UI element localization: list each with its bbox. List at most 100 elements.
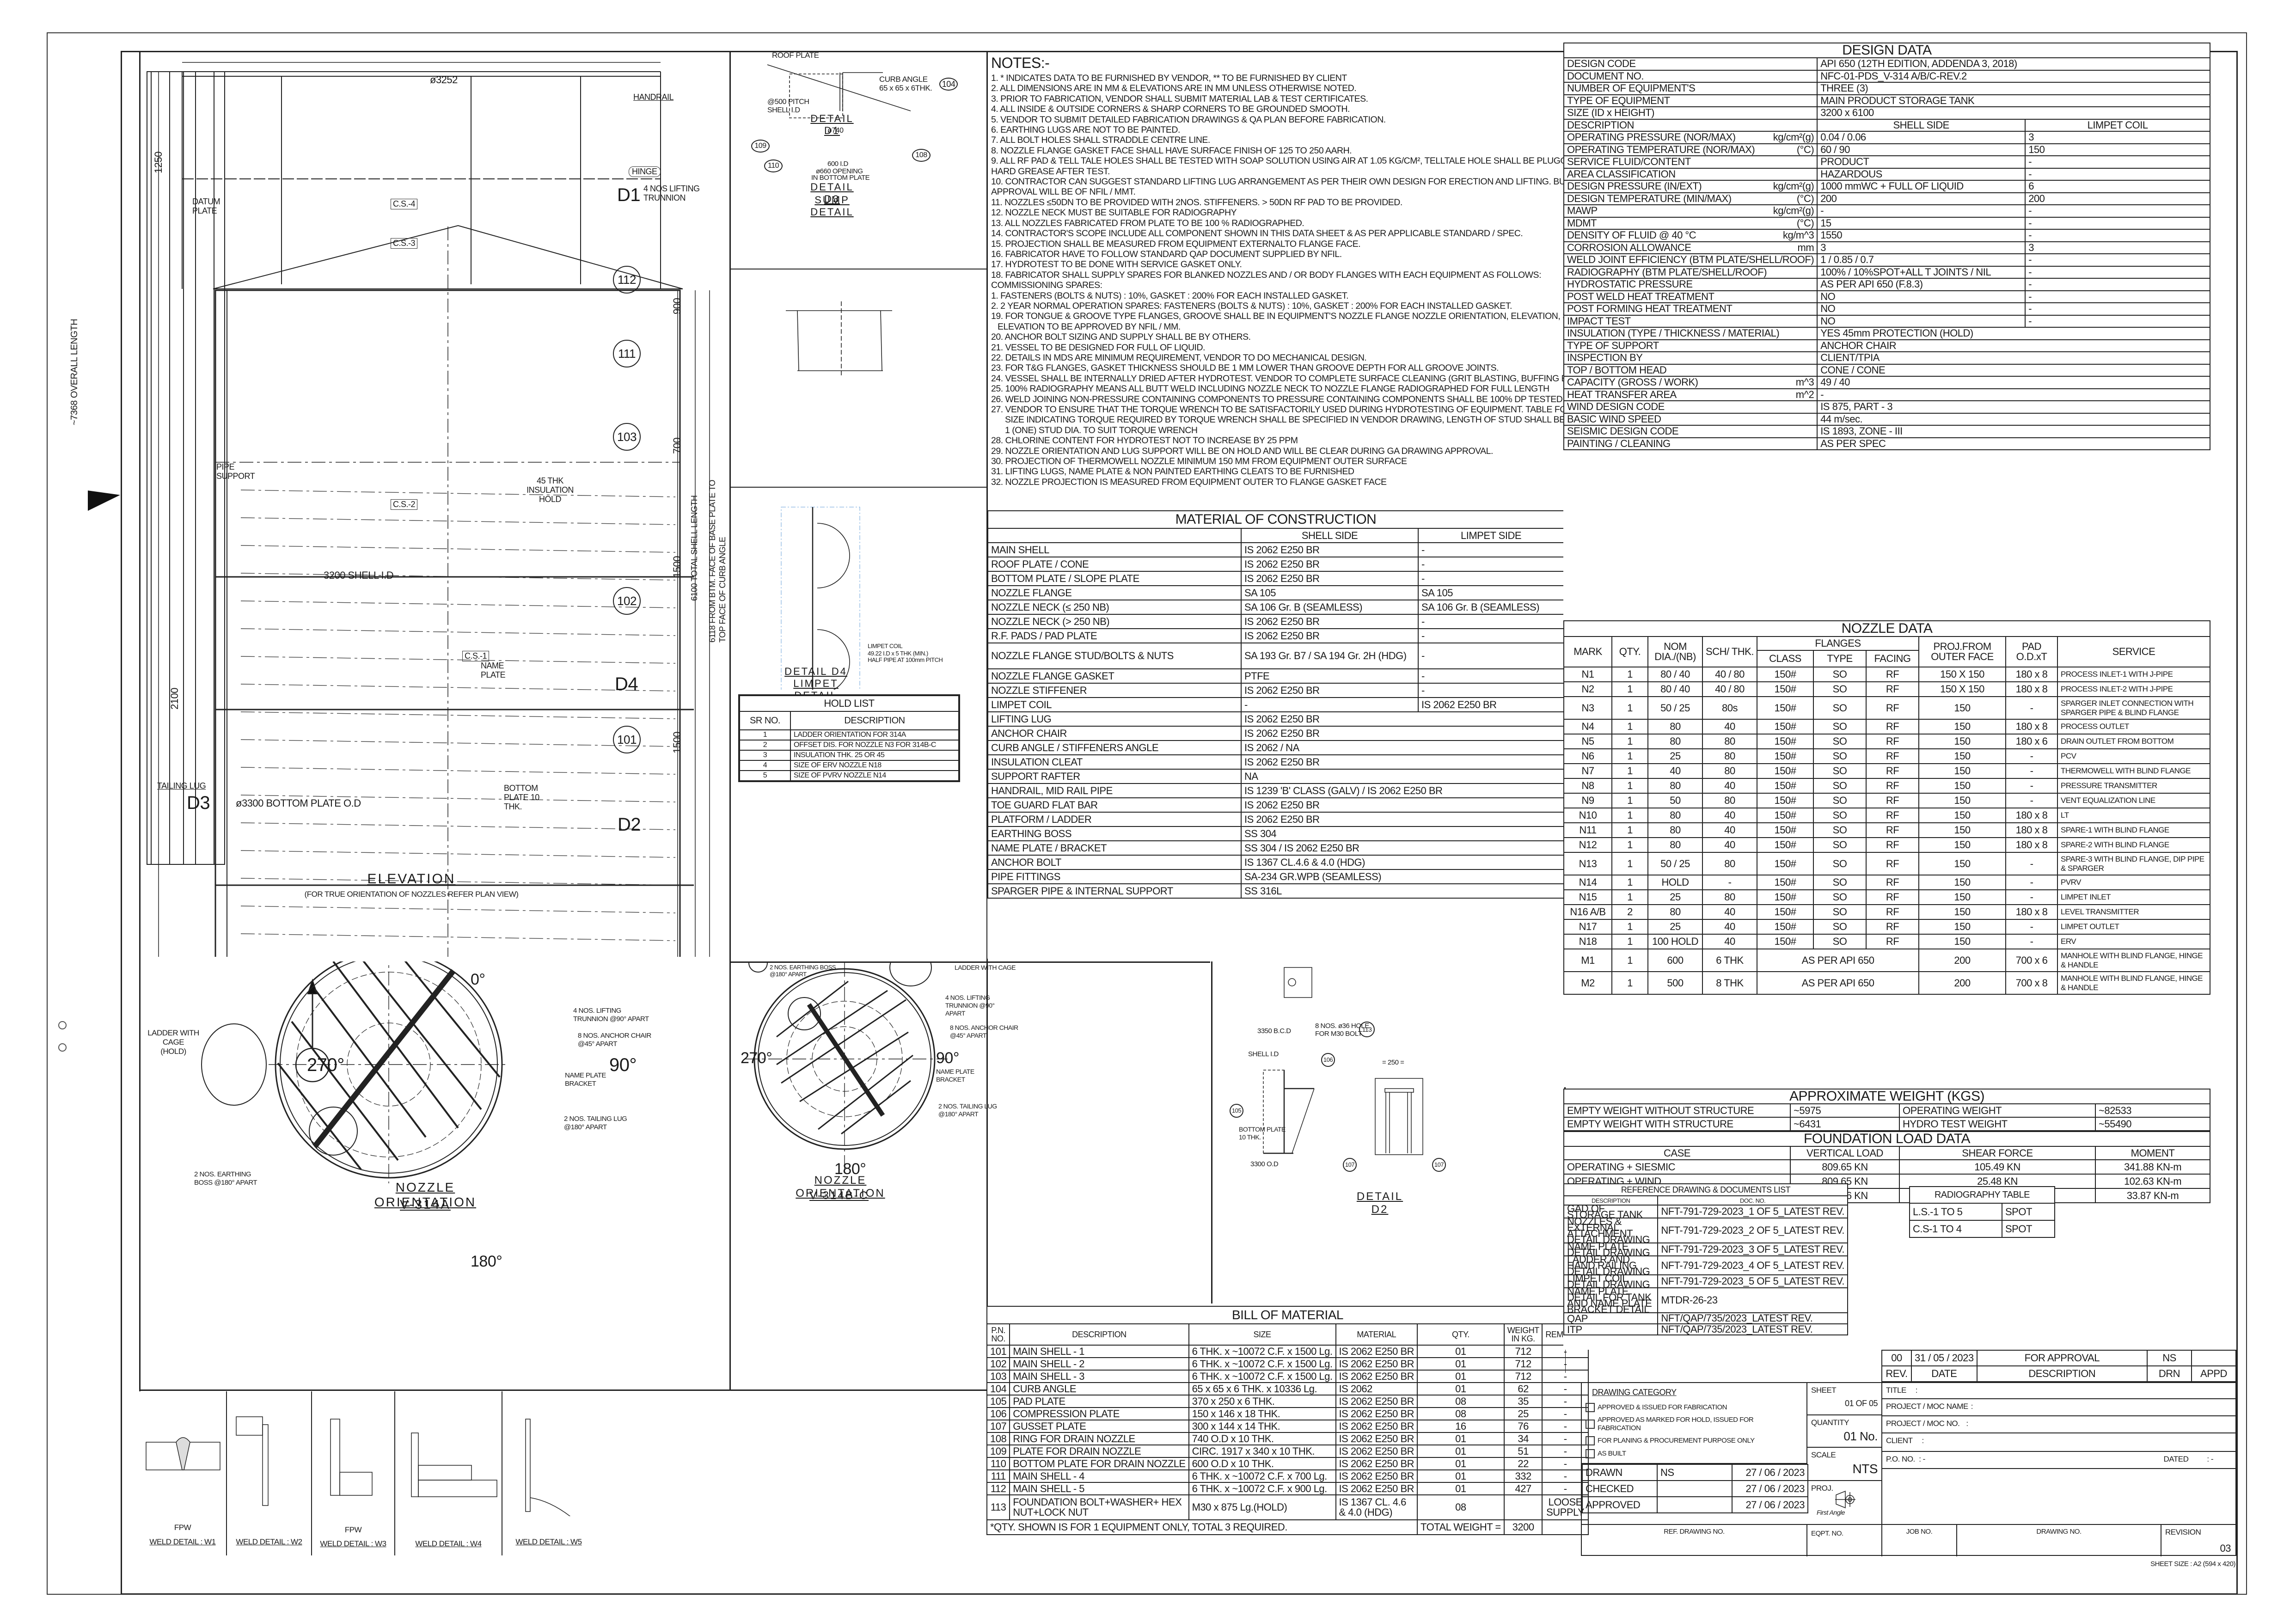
note-line: COMMISSIONING SPARES: xyxy=(991,280,1102,291)
part-callout-105: 105 xyxy=(1230,1104,1243,1118)
bom-cell: 370 x 250 x 6 THK. xyxy=(1188,1395,1336,1408)
nozzle-cell: 600 xyxy=(1647,949,1703,972)
divider xyxy=(729,51,731,1389)
moc-shell-material: IS 2062 E250 BR xyxy=(1241,542,1419,557)
nozzle-cell: 150# xyxy=(1757,904,1814,920)
nozzle-cell: RF xyxy=(1866,778,1919,794)
weight-cell: ~6431 xyxy=(1790,1117,1900,1131)
category-option-as-built[interactable]: AS BUILT xyxy=(1586,1449,1803,1458)
nozzle-cell: 150 xyxy=(1918,734,2006,749)
design-param: SIZE (ID x HEIGHT) xyxy=(1563,106,1818,120)
foundation-cell: 105.49 KN xyxy=(1899,1159,2096,1175)
reference-description: ITP xyxy=(1563,1323,1659,1335)
label-datum-plate: DATUM PLATE xyxy=(192,197,220,215)
nozzle-mark: N17 xyxy=(1563,919,1612,935)
nozzle-cell: 180 x 8 xyxy=(2005,837,2058,853)
bom-cell: 101 xyxy=(986,1345,1010,1358)
bom-cell: COMPRESSION PLATE xyxy=(1009,1407,1189,1420)
note-line: SIZE INDICATING TORQUE REQUIRED BY TORQU… xyxy=(1005,415,1618,425)
nozzle-mark: N18 xyxy=(1563,934,1612,949)
nozzle-cell: 1 xyxy=(1611,875,1648,890)
nozzle-data-table: NOZZLE DATA MARK QTY. NOM DIA./(NB) SCH/… xyxy=(1563,620,2210,1087)
nozzle-cell: - xyxy=(1702,875,1757,890)
nozzle-cell: 1 xyxy=(1611,822,1648,838)
part-callout-104: 104 xyxy=(939,78,958,91)
moc-limpet-material: - xyxy=(1418,628,1564,643)
moc-shell-material: IS 2062 E250 BR xyxy=(1241,614,1419,629)
weight-and-foundation-tables: APPROXIMATE WEIGHT (KGS) EMPTY WEIGHT WI… xyxy=(1563,1089,2210,1203)
checkbox[interactable] xyxy=(1586,1420,1595,1429)
checkbox[interactable] xyxy=(1586,1403,1595,1412)
angle-180-b: 180° xyxy=(834,1160,866,1178)
nozzle-cell: RF xyxy=(1866,667,1919,682)
design-value: - xyxy=(1817,388,2210,401)
nozzle-cell: LT xyxy=(2057,808,2210,823)
bom-cell: 01 xyxy=(1417,1469,1505,1483)
nozzle-cell: 1 xyxy=(1611,748,1648,764)
nozzle-cell: 150 xyxy=(1918,852,2006,875)
weld-details-strip: FPW WELD DETAIL : W1 WELD DETAIL : W2 FP… xyxy=(139,1391,988,1555)
d1-vent-hole: @500 PITCH xyxy=(767,98,809,106)
nozzle-cell: 180 x 8 xyxy=(2005,667,2058,682)
bom-cell: IS 2062 E250 BR xyxy=(1335,1444,1418,1458)
eqpt-no: EQPT. NO. xyxy=(1807,1525,1882,1556)
weld-w2-title: WELD DETAIL : W2 xyxy=(236,1537,302,1546)
bom-cell: MAIN SHELL - 2 xyxy=(1009,1357,1189,1371)
nozzle-cell: 1 xyxy=(1611,734,1648,749)
signoff-date: 27 / 06 / 2023 xyxy=(1732,1464,1808,1481)
nozzle-cell: - xyxy=(2005,852,2058,875)
moc-limpet-material: SA 105 xyxy=(1418,585,1564,600)
category-option-hold[interactable]: APPROVED AS MARKED FOR HOLD, ISSUED FOR … xyxy=(1586,1416,1803,1432)
design-value: CONE / CONE xyxy=(1817,363,2210,377)
label-name-plate-bracket-b: NAME PLATE BRACKET xyxy=(936,1068,974,1083)
bom-cell: 08 xyxy=(1417,1494,1505,1520)
checkbox[interactable] xyxy=(1586,1449,1595,1458)
moc-limpet-material: IS 2062 E250 BR xyxy=(1418,697,1564,712)
bom-cell: 16 xyxy=(1417,1420,1505,1433)
design-param: WIND DESIGN CODE xyxy=(1563,400,1818,414)
design-shell-value: 200 xyxy=(1817,192,2026,205)
angle-270-a: 270° xyxy=(307,1055,344,1075)
nozzle-cell: SPARE-2 WITH BLIND FLANGE xyxy=(2057,837,2210,853)
note-line: 26. WELD JOINING NON-PRESSURE CONTAINING… xyxy=(991,394,1563,404)
bom-cell: 25 xyxy=(1503,1407,1543,1420)
bom-cell: IS 2062 E250 BR xyxy=(1335,1457,1418,1470)
design-value: 44 m/sec. xyxy=(1817,412,2210,426)
nozzle-cell: - xyxy=(2005,748,2058,764)
nozzle-cell: 80 xyxy=(1702,748,1757,764)
quantity-value: 01 No. xyxy=(1843,1429,1878,1443)
design-param: CAPACITY (GROSS / WORK)m^3 xyxy=(1563,376,1818,389)
moc-material: SA-234 GR.WPB (SEAMLESS) xyxy=(1241,869,1564,884)
category-option-fabrication[interactable]: APPROVED & ISSUED FOR FABRICATION xyxy=(1586,1403,1803,1412)
part-callout-107-b: 107 xyxy=(1432,1158,1446,1172)
note-line: 11. NOZZLES ≤50DN TO BE PROVIDED WITH 2N… xyxy=(991,197,1402,208)
nozzle-cell: RF xyxy=(1866,748,1919,764)
nozzle-cell: THERMOWELL WITH BLIND FLANGE xyxy=(2057,763,2210,779)
design-limpet-value: 3 xyxy=(2025,241,2210,254)
bom-cell: 332 xyxy=(1503,1469,1543,1483)
detail-d3-title: DETAIL D3 xyxy=(810,181,854,205)
moc-row: LIMPET COIL-IS 2062 E250 BR xyxy=(987,697,1564,712)
checkbox[interactable] xyxy=(1586,1436,1595,1445)
nozzle-cell: 40 / 80 xyxy=(1702,667,1757,682)
label-tailing-lug-a: 2 NOS. TAILING LUG @180° APART xyxy=(564,1115,627,1131)
reference-description: QAP xyxy=(1563,1312,1659,1324)
dim-base-to-curb: 6118 FROM BTM. FACE OF BASE PLATE TO TOP… xyxy=(708,480,727,643)
moc-material: IS 2062 E250 BR xyxy=(1241,726,1564,741)
moc-limpet-material: - xyxy=(1418,614,1564,629)
design-param: MDMT(°C) xyxy=(1563,216,1818,230)
nz-header-nom: NOM DIA./(NB) xyxy=(1647,636,1703,667)
category-option-planning[interactable]: FOR PLANING & PROCUREMENT PURPOSE ONLY xyxy=(1586,1436,1803,1445)
